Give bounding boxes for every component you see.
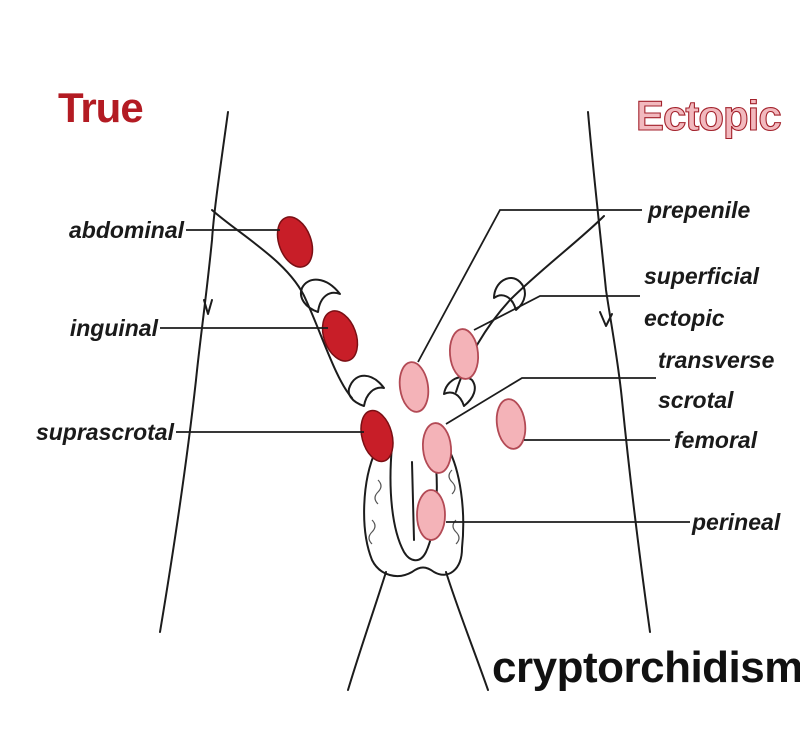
right-lower-ring-icon xyxy=(443,375,476,407)
leader-lines xyxy=(160,209,690,523)
prepenile-leader xyxy=(417,209,642,363)
scrotal-label: scrotal xyxy=(658,387,734,413)
right-inguinal-crease xyxy=(455,215,605,393)
ectopic-heading: Ectopic xyxy=(636,92,781,139)
scrotum-rugae xyxy=(368,469,460,545)
scrotum-outline xyxy=(363,447,465,577)
inguinal-label: inguinal xyxy=(70,315,159,341)
abdominal-label: abdominal xyxy=(69,217,185,243)
prepenile-testis xyxy=(398,361,430,413)
genitalia xyxy=(363,445,465,577)
ectopic-label: ectopic xyxy=(644,305,725,331)
transverse-scrotal-leader xyxy=(445,377,656,425)
right-skin-fold xyxy=(599,311,613,327)
penis-midline xyxy=(411,461,415,541)
left-upper-ring-icon xyxy=(300,278,341,313)
right-flank-line xyxy=(587,111,651,633)
transverse-scrotal-testis xyxy=(421,422,453,474)
prepenile-label: prepenile xyxy=(647,197,750,223)
testis-markers xyxy=(276,216,527,541)
left-lower-ring-icon xyxy=(347,374,385,407)
abdominal-testis xyxy=(276,216,314,268)
body-outline xyxy=(159,111,651,691)
femoral-testis xyxy=(495,398,527,450)
inguinal-rings xyxy=(300,277,526,407)
perineal-label: perineal xyxy=(691,509,781,535)
inguinal-testis xyxy=(321,310,359,362)
left-leg-inner-line xyxy=(347,571,387,691)
femoral-label: femoral xyxy=(674,427,758,453)
transverse-label: transverse xyxy=(658,347,775,373)
superficial-ectopic-testis xyxy=(448,328,480,380)
left-skin-fold xyxy=(203,299,213,315)
right-leg-inner-line xyxy=(445,571,489,691)
right-upper-ring-icon xyxy=(493,277,526,311)
left-flank-line xyxy=(159,111,229,633)
suprascrotal-testis xyxy=(360,409,394,463)
left-inguinal-crease xyxy=(211,209,353,399)
diagram-caption: cryptorchidism xyxy=(492,643,800,692)
superficial-label: superficial xyxy=(644,263,760,289)
perineal-testis xyxy=(416,489,446,541)
suprascrotal-label: suprascrotal xyxy=(36,419,175,445)
superficial-ectopic-leader xyxy=(473,295,640,331)
true-heading: True xyxy=(58,84,143,131)
